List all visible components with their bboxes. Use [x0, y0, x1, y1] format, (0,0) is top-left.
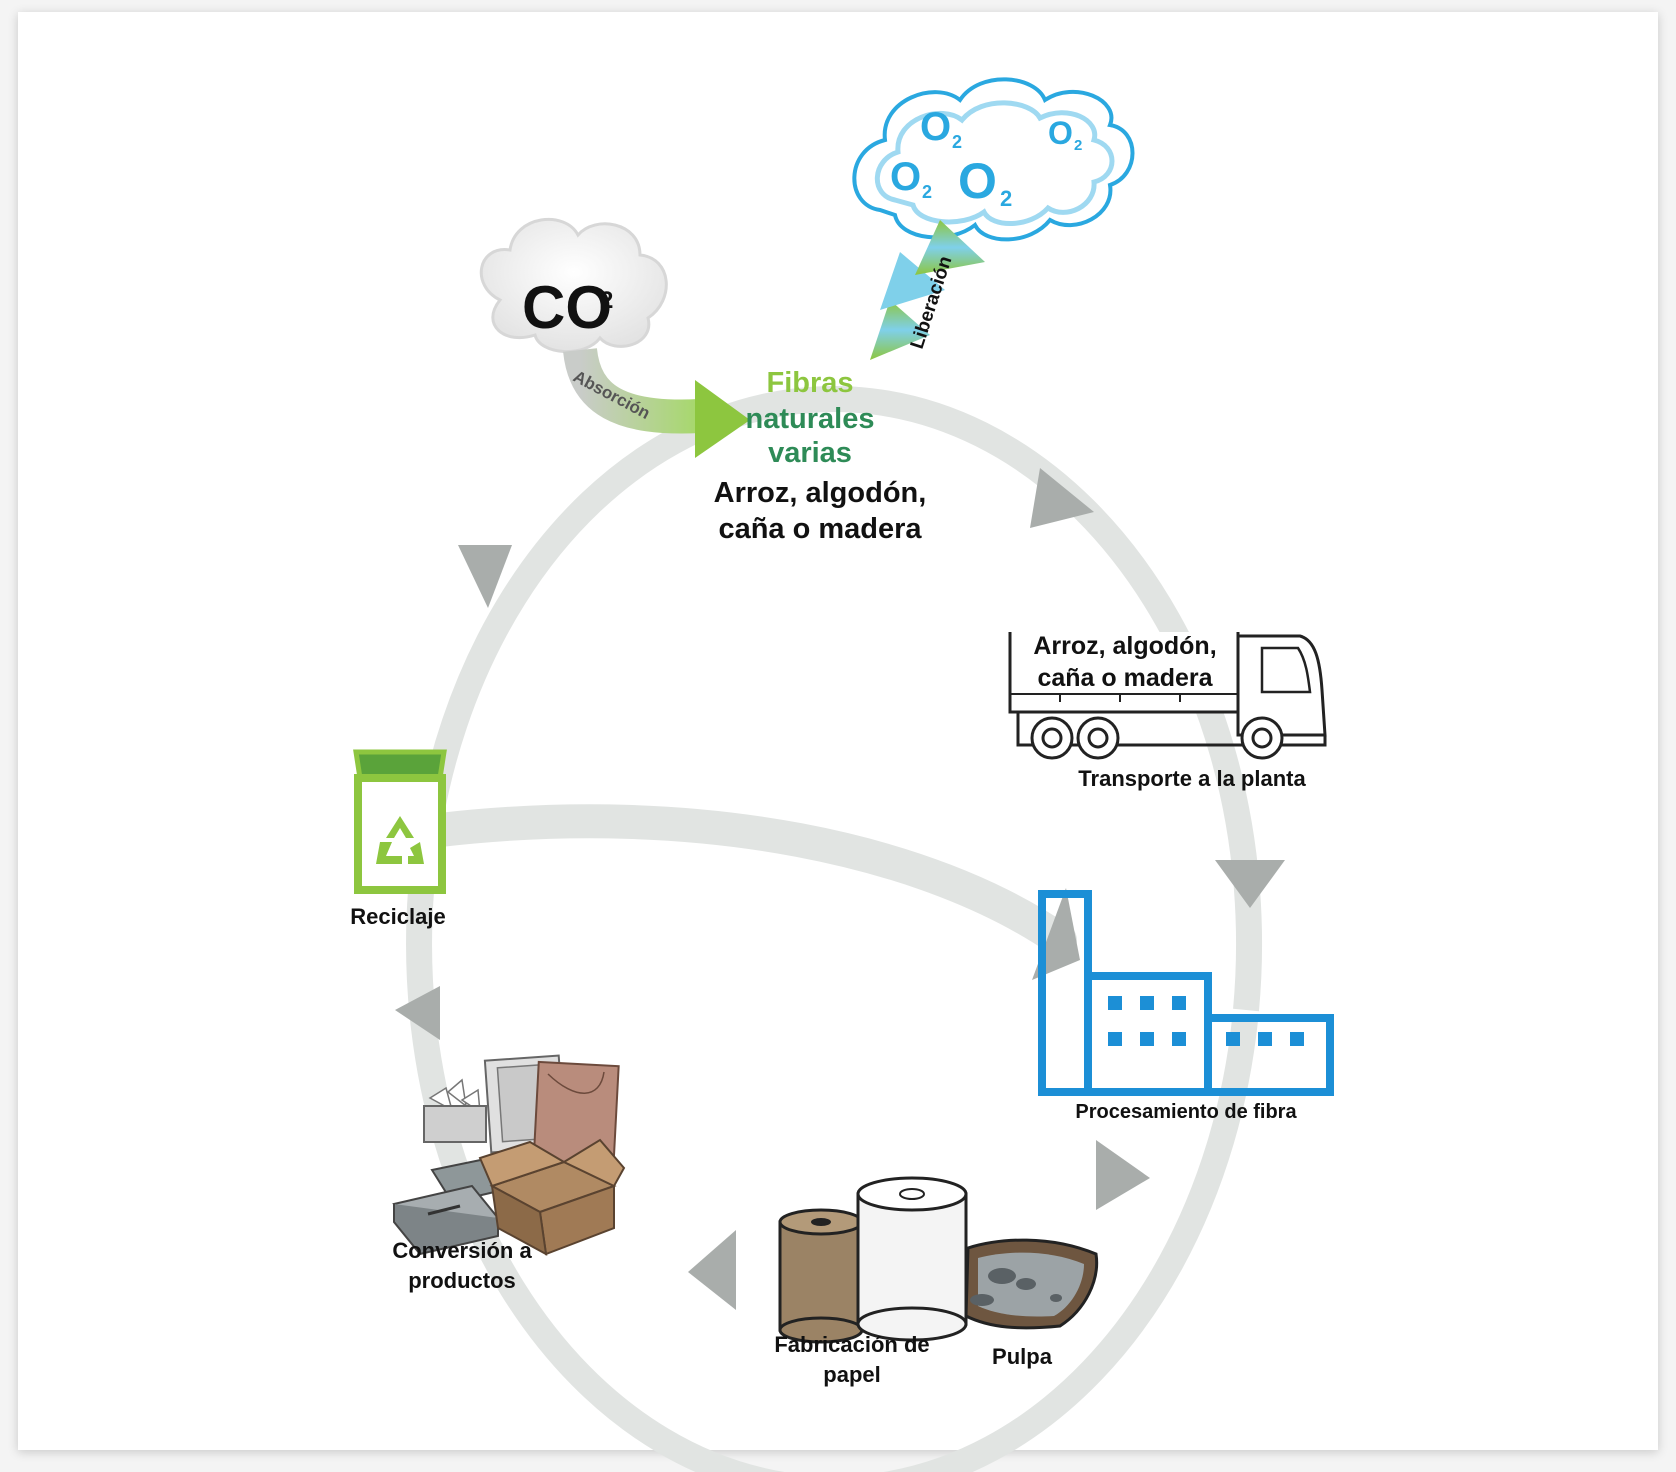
o2-label-3: O [890, 155, 921, 199]
conversion-line-2: productos [408, 1268, 516, 1293]
o2-sub-3: 2 [922, 182, 932, 202]
fabricacion-line-2: papel [823, 1362, 880, 1387]
fibras-line-1: Fibras [766, 367, 853, 399]
o2-sub-4: 2 [1000, 186, 1012, 211]
procesamiento-label: Procesamiento de fibra [1075, 1101, 1297, 1123]
liberation-arrow: Liberación [870, 220, 985, 360]
o2-label-4: O [958, 153, 997, 209]
arrowhead-bottom [688, 1230, 736, 1310]
fabricacion-line-1: Fabricación de [774, 1332, 929, 1357]
truck-icon: Arroz, algodón, caña o madera [1008, 632, 1327, 760]
arrowhead-top-right [1030, 468, 1094, 528]
recycle-bin-icon [353, 749, 447, 894]
recycling-return-arrow [423, 804, 1077, 957]
pulp-icon [964, 1238, 1099, 1330]
factory-windows [1108, 996, 1304, 1046]
arrowhead-left-lower [395, 986, 440, 1040]
co2-cloud: CO 2 [479, 218, 668, 353]
source-line-1: Arroz, algodón, [714, 477, 927, 509]
truck-line-1: Arroz, algodón, [1033, 632, 1216, 660]
pulpa-label: Pulpa [992, 1344, 1053, 1369]
paper-rolls-icon [778, 1176, 968, 1344]
recycle-symbol-icon [376, 816, 424, 864]
reciclaje-label: Reciclaje [350, 904, 445, 929]
o2-sub-1: 2 [952, 132, 962, 152]
fibras-text: Fibras naturales varias Arroz, algodón, … [714, 367, 927, 545]
arrowhead-left-upper [458, 545, 512, 608]
fibras-line-2: naturales [746, 403, 875, 435]
o2-label-2: O [1048, 115, 1073, 151]
co2-subscript: 2 [600, 287, 613, 314]
truck-line-2: caña o madera [1037, 664, 1213, 692]
o2-sub-2: 2 [1074, 137, 1082, 154]
paper-products-icon [392, 1054, 626, 1256]
fibras-line-3: varias [768, 437, 852, 469]
co2-label: CO [522, 274, 612, 341]
arrowhead-right-upper [1215, 860, 1285, 908]
factory-icon [1038, 890, 1334, 1096]
source-line-2: caña o madera [718, 513, 922, 545]
conversion-line-1: Conversión a [392, 1238, 532, 1263]
o2-label-1: O [920, 105, 951, 149]
o2-cloud: O 2 O 2 O 2 O 2 [852, 77, 1135, 242]
arrowhead-right-lower [1096, 1140, 1150, 1210]
transporte-label: Transporte a la planta [1078, 766, 1306, 791]
